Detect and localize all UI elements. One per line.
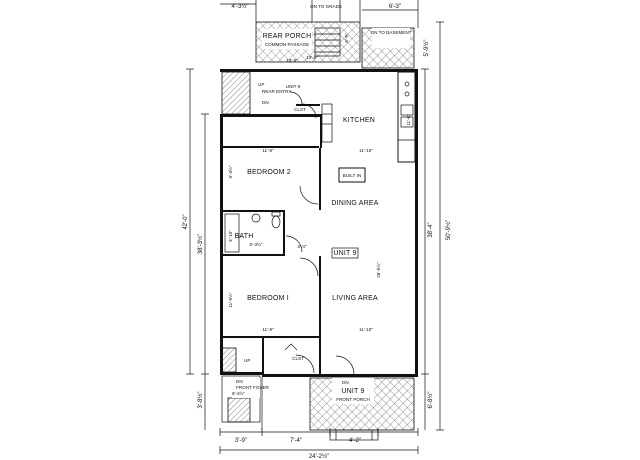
dn-to-grade-label: ON TO GRADE [310, 4, 342, 9]
dim-bottom-left: 3'-9" [235, 438, 247, 444]
clst-top-label: CLST [294, 107, 306, 112]
dim-top-right: 6'-3" [389, 4, 401, 10]
dim-kitchen-height: 11'-6" [406, 114, 411, 126]
dim-overall-width: 24'-2½" [309, 453, 329, 460]
dn-front-label: DN [236, 379, 243, 384]
bath-label: BATH [235, 233, 254, 240]
dim-hall-width: 3'-4" [297, 244, 307, 249]
living-label: LIVING AREA [332, 295, 378, 302]
dn-label: DN [262, 100, 269, 105]
bedroom1-label: BEDROOM I [247, 295, 289, 302]
dimension-lines [186, 3, 444, 454]
bath-fixtures [224, 211, 281, 253]
rear-porch-label: REAR PORCH [263, 33, 312, 40]
dim-left-total: 42'-0" [183, 214, 189, 229]
dim-right-total: 50'-9½" [445, 220, 452, 240]
unit-center-box [331, 247, 359, 259]
front-foyer-stair: DN FRONT FOYER UP 6'-3½" [221, 347, 270, 423]
front-foyer-label: FRONT FOYER [236, 385, 270, 390]
dim-right-interior: 38'-4" [428, 222, 434, 237]
dn-to-basement-label: ON TO BASEMENT [371, 30, 412, 35]
dim-left-front: 3'-8½" [197, 392, 204, 409]
rear-porch-depth-dim: 5'-9" [344, 33, 349, 43]
dim-top-left: 4'-3½" [232, 3, 249, 10]
rear-entry-stair: UP REAR ENTRY DN UNIT 9 [221, 71, 301, 115]
dim-right-rear: 5'-9½" [423, 40, 430, 57]
outer-walls [220, 69, 418, 377]
dim-bath-height: 4'-10" [228, 230, 233, 242]
dim-bottom-right: 4'-2" [349, 438, 361, 444]
rear-porch-width-dim: 13'-8" [306, 55, 318, 60]
dim-living-depth: 26'-5½" [375, 262, 381, 278]
rear-stair-right: ON TO BASEMENT [361, 27, 415, 69]
dim-bedroom2-height: 9'-3½" [227, 165, 233, 178]
front-porch-label: FRONT PORCH [336, 397, 370, 402]
closet-marker [284, 343, 298, 351]
dim-top-mid: 13'-8" [286, 58, 298, 63]
kitchen-label: KITCHEN [343, 117, 375, 124]
rear-porch: REAR PORCH COMMON PASSAGE 5'-9" 13'-8" [255, 0, 419, 63]
front-porch: DN UNIT 9 FRONT PORCH [261, 377, 415, 441]
rear-entry-label: REAR ENTRY [262, 89, 292, 94]
unit-front-label: UNIT 9 [341, 388, 364, 395]
clst-bottom-label: CLST [292, 356, 304, 361]
common-passage-label: COMMON PASSAGE [265, 42, 309, 47]
dim-bedroom1-height: 11'-5½" [227, 292, 233, 308]
dim-wall-c: 11'-8" [262, 327, 274, 332]
unit-center-label: UNIT 9 [333, 250, 356, 257]
dn-porch-label: DN [342, 380, 349, 385]
dim-wall-a: 11'-8" [262, 148, 274, 153]
dim-bath-width: 6'-3½" [250, 241, 263, 247]
dim-wall-d: 11'-10" [359, 327, 373, 332]
built-in-cabinet [338, 167, 366, 183]
kitchen-counters [321, 71, 416, 163]
built-in-label: BUILT IN [343, 173, 361, 178]
dining-label: DINING AREA [331, 200, 378, 207]
dim-right-front: 6'-8½" [427, 392, 434, 409]
unit-rear-label: UNIT 9 [286, 84, 301, 89]
up-label: UP [258, 82, 264, 87]
dim-bottom-mid: 7'-4" [290, 438, 302, 444]
dim-wall-b: 11'-10" [359, 148, 373, 153]
bedroom2-label: BEDROOM 2 [247, 169, 291, 176]
up-front-label: UP [244, 358, 250, 363]
interior-walls [223, 104, 322, 376]
dim-left-interior: 38'-3½" [197, 234, 204, 254]
dim-closet-width: 6'-3½" [232, 390, 245, 396]
door-swings [285, 91, 355, 375]
